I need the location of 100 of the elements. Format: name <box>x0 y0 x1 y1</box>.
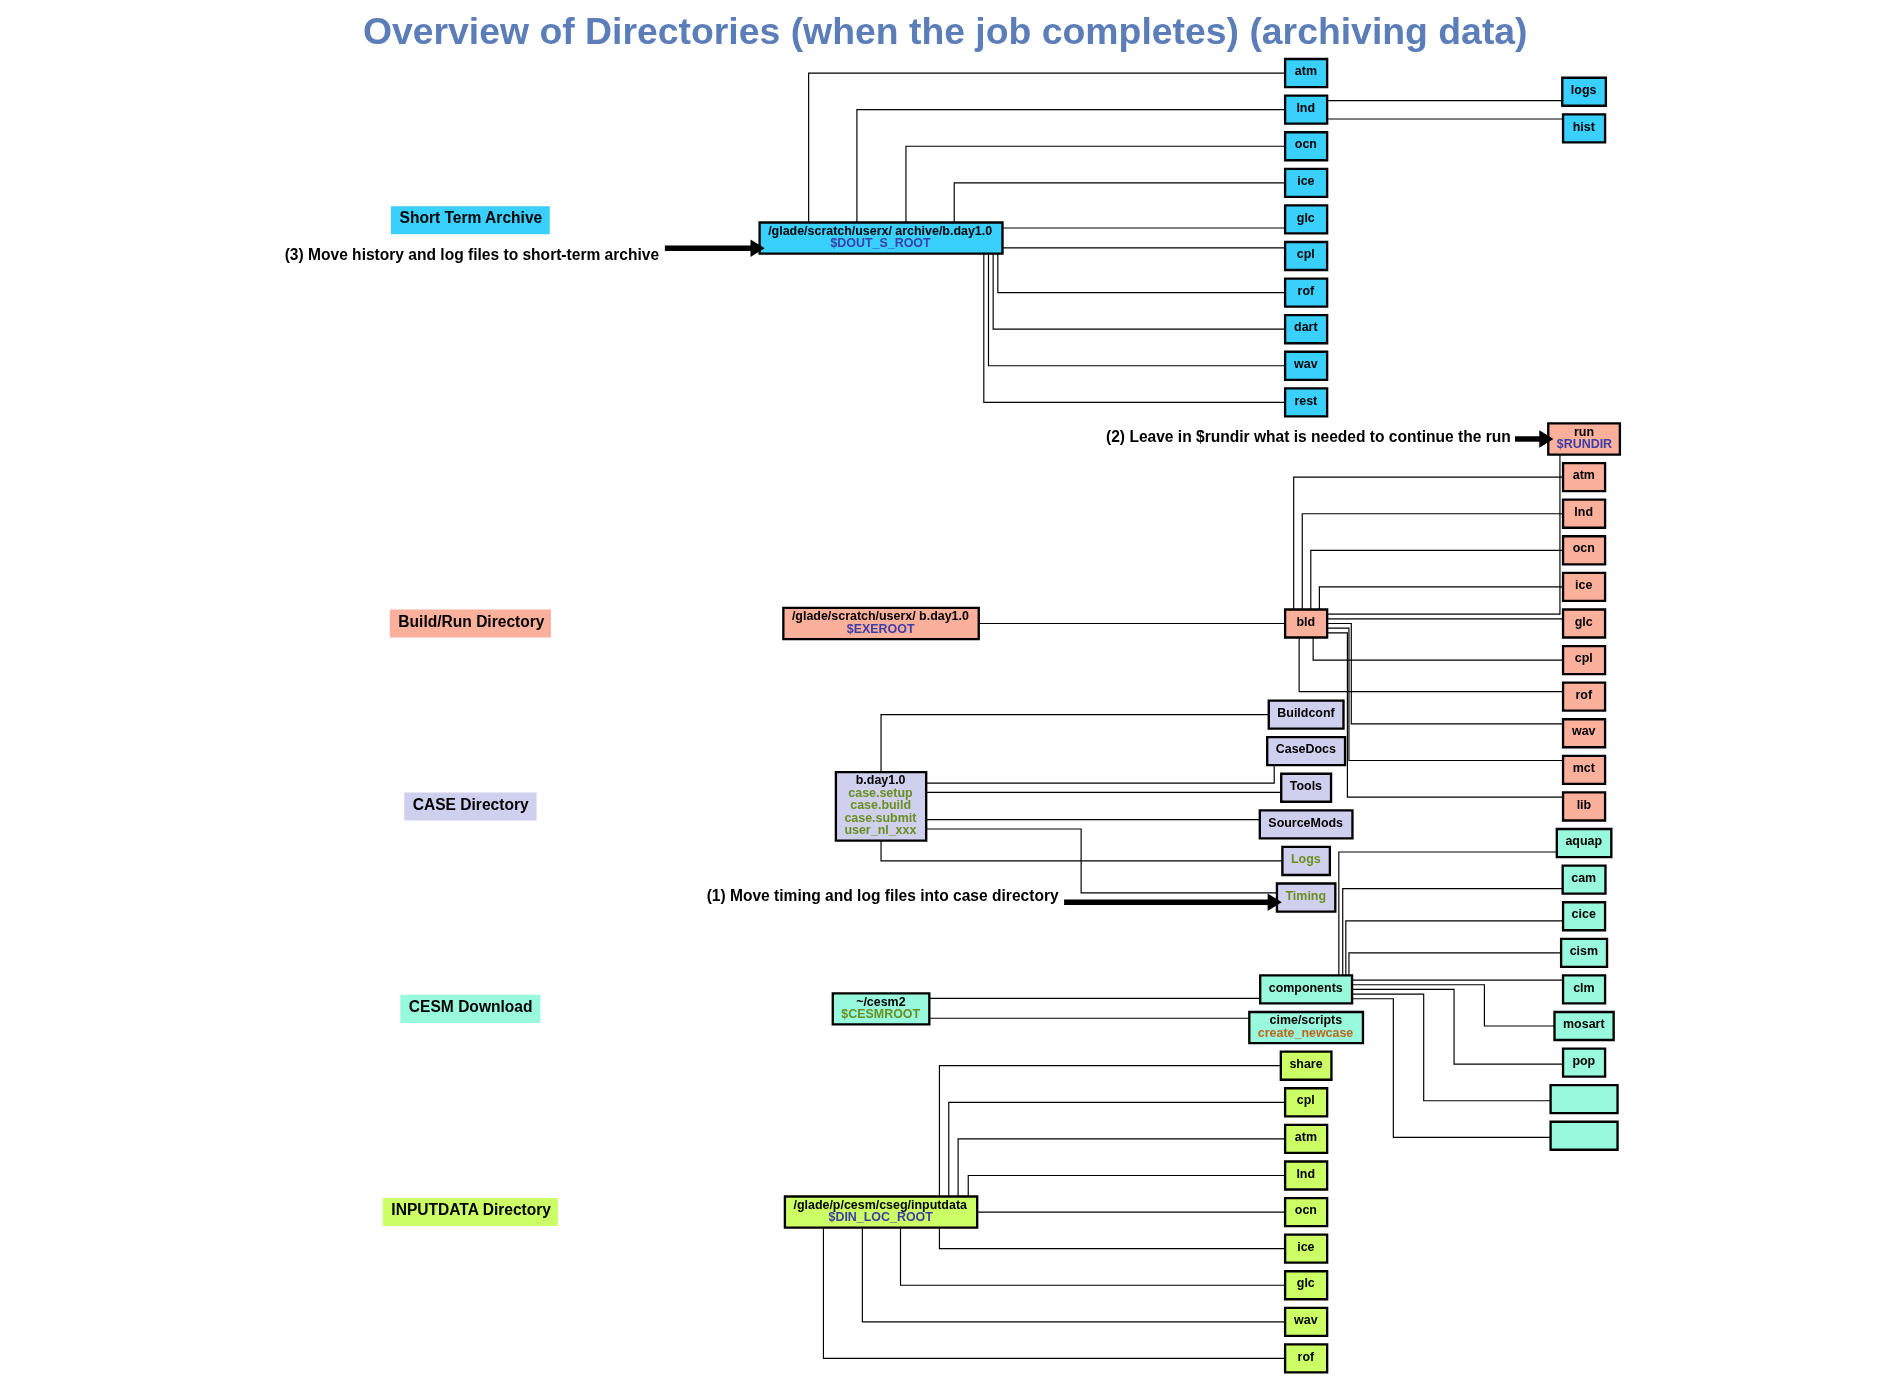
connector <box>992 253 1286 330</box>
connector <box>1351 979 1563 981</box>
connector <box>953 182 1285 223</box>
connector <box>1326 618 1564 620</box>
connector <box>1347 952 1562 976</box>
node-box: /glade/scratch/userx/ archive/b.day1.0 $DOUT_S_ROOT <box>757 221 1004 255</box>
connector <box>1312 636 1564 661</box>
connector <box>1326 627 1564 762</box>
node-box: cpl <box>1561 644 1606 676</box>
node-box: cism <box>1559 937 1608 968</box>
connector <box>1318 586 1563 611</box>
node-box: CaseDocs <box>1265 736 1346 767</box>
node-box: atm <box>1283 1123 1328 1155</box>
node-box: aquap <box>1555 827 1612 859</box>
connector <box>967 1174 1286 1197</box>
connector <box>807 72 1286 223</box>
node-text: (2) Leave in $rundir what is needed to continue the run <box>1105 428 1511 446</box>
node-box <box>1548 1084 1619 1115</box>
node-box: ice <box>1283 167 1328 198</box>
node-box: lnd <box>1283 1160 1328 1191</box>
node-box: Tools <box>1279 772 1332 803</box>
connector <box>1292 476 1564 611</box>
connector <box>925 828 1277 894</box>
node-text: (3) Move history and log files to short-term archive <box>284 245 659 263</box>
node-box: ~/cesm2 $CESMROOT <box>831 992 930 1026</box>
connector <box>957 1138 1285 1197</box>
node-text: (1) Move timing and log files into case directory <box>706 886 1059 904</box>
connector <box>855 109 1286 223</box>
connector <box>1351 998 1551 1138</box>
connector <box>1341 888 1563 976</box>
node-box: bld <box>1283 608 1328 639</box>
node-box: dart <box>1283 314 1328 345</box>
connector <box>938 1065 1281 1197</box>
node-box: rest <box>1283 387 1328 418</box>
connector <box>899 1227 1285 1286</box>
diagram-title: Overview of Directories (when the job completes) (archiving data) <box>362 9 1528 52</box>
node-box: pop <box>1561 1047 1606 1078</box>
node-box: atm <box>1283 57 1328 89</box>
connector <box>1301 513 1563 610</box>
arrow <box>1063 893 1282 911</box>
connector <box>1351 988 1563 1065</box>
node-box: /glade/scratch/userx/ b.day1.0 $EXEROOT <box>781 606 980 641</box>
node-box: atm <box>1561 461 1606 493</box>
node-box <box>1548 1120 1619 1151</box>
connector <box>1326 622 1564 725</box>
connector <box>976 1211 1286 1213</box>
node-box: SourceMods <box>1258 809 1354 840</box>
node-box: b.day1.0 case.setup case.build case.submit user_nl_xxx <box>834 771 927 842</box>
connector <box>1298 637 1563 693</box>
node-box: logs <box>1560 76 1607 107</box>
node-box: lib <box>1561 791 1606 822</box>
node-box: wav <box>1283 1306 1328 1338</box>
node-box: ice <box>1283 1233 1328 1264</box>
node-box: run $RUNDIR <box>1546 422 1621 456</box>
connector <box>996 253 1286 294</box>
connector <box>1001 227 1285 229</box>
node-box: cice <box>1561 901 1606 932</box>
node-box: wav <box>1561 718 1606 749</box>
node-box: hist <box>1561 113 1606 144</box>
node-box: Logs <box>1280 845 1331 877</box>
connector <box>928 1017 1250 1019</box>
connector <box>1326 100 1563 102</box>
node-box: cam <box>1561 864 1607 895</box>
connector <box>947 1101 1285 1197</box>
node-box: share <box>1279 1050 1333 1081</box>
connector <box>925 791 1282 793</box>
connector <box>1326 118 1564 120</box>
node-box: lnd <box>1283 94 1328 125</box>
node-box: CESM Download <box>399 994 540 1023</box>
connector <box>1326 454 1561 615</box>
connector <box>982 253 1286 403</box>
node-box: Buildconf <box>1267 699 1345 730</box>
node-box: rof <box>1283 277 1328 308</box>
node-box: mosart <box>1552 1010 1615 1042</box>
node-box: wav <box>1283 350 1328 381</box>
node-box: mct <box>1561 754 1606 786</box>
connector <box>977 622 1285 625</box>
connector <box>1309 549 1563 610</box>
node-box: glc <box>1283 204 1328 235</box>
node-box: glc <box>1561 608 1606 639</box>
connector <box>1344 920 1563 976</box>
connector <box>1001 247 1285 249</box>
node-box: rof <box>1561 681 1606 712</box>
connector <box>1351 984 1555 1027</box>
node-box: ocn <box>1561 535 1606 566</box>
node-box: ocn <box>1283 131 1328 162</box>
node-box: lnd <box>1561 498 1606 529</box>
connector <box>904 145 1285 224</box>
node-box: ocn <box>1283 1196 1328 1228</box>
connector <box>861 1227 1286 1323</box>
connector <box>822 1227 1286 1360</box>
connector <box>925 819 1260 821</box>
connector <box>1337 851 1557 976</box>
node-box: Short Term Archive <box>390 206 550 235</box>
node-box: glc <box>1283 1270 1328 1301</box>
node-box: Timing <box>1275 882 1336 913</box>
connector <box>925 764 1275 784</box>
arrow <box>664 239 765 257</box>
node-box: CASE Directory <box>403 792 537 821</box>
connector <box>928 997 1261 999</box>
